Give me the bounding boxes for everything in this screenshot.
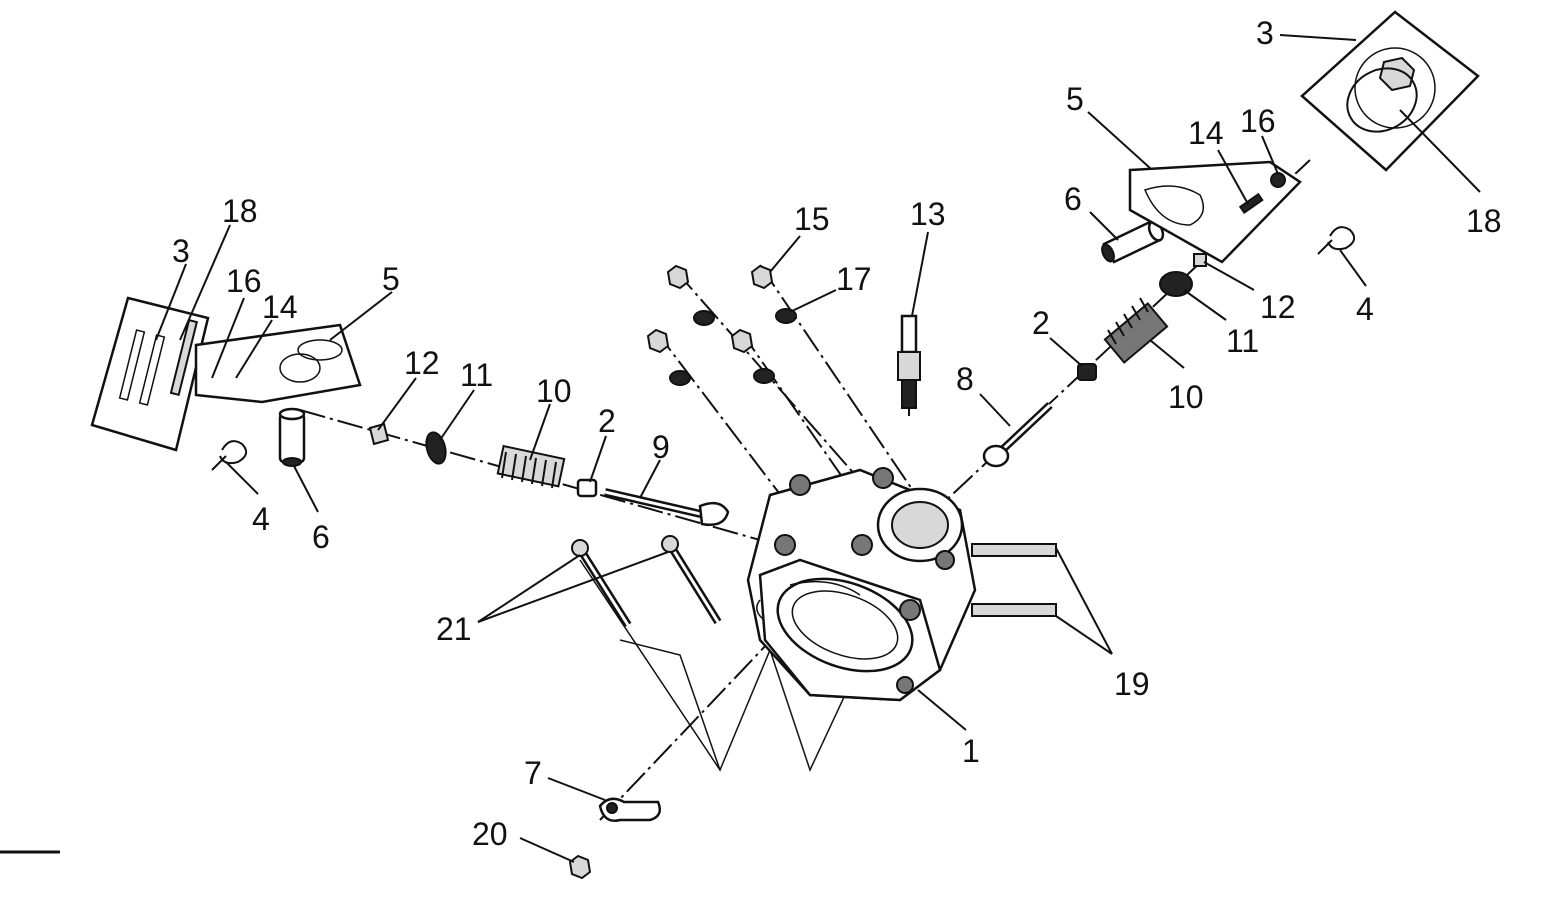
callout-20: 20 [472, 816, 508, 852]
valve-8 [982, 402, 1053, 468]
callout-1: 1 [962, 733, 980, 769]
valve-9 [604, 488, 730, 526]
bracket-7 [598, 797, 661, 822]
callout-18-right: 18 [1466, 203, 1502, 239]
callout-5-right: 5 [1066, 81, 1084, 117]
spark-plug [897, 314, 921, 416]
callout-18-left: 18 [222, 193, 258, 229]
callout-2-right: 2 [1032, 305, 1050, 341]
valve-seal-left [576, 478, 598, 498]
o-ring-left [169, 318, 199, 397]
callout-11-right: 11 [1226, 323, 1259, 359]
callout-labels: 3 18 16 14 5 12 11 10 2 9 4 6 21 7 20 1 … [172, 15, 1502, 852]
right-valve-train [982, 10, 1480, 468]
nut-16-right [1270, 172, 1286, 188]
callout-2-left: 2 [598, 403, 616, 439]
callout-8: 8 [956, 361, 974, 397]
callout-3-left: 3 [172, 233, 190, 269]
callout-6-left: 6 [312, 519, 330, 555]
rocker-shaft-right [1101, 220, 1165, 264]
leader-lines [0, 34, 1481, 863]
callout-3-right: 3 [1256, 15, 1274, 51]
callout-16-left: 16 [226, 263, 262, 299]
rocker-arm-bracket-right [1128, 160, 1302, 264]
valve-spring-right [1103, 297, 1169, 364]
valve-spring-left [496, 444, 566, 489]
callout-4-right: 4 [1356, 291, 1374, 327]
callout-21: 21 [436, 611, 472, 647]
callout-16-right: 16 [1240, 103, 1276, 139]
long-bolts [571, 535, 722, 628]
bolt-20 [568, 854, 592, 880]
studs [971, 543, 1057, 617]
callout-10-left: 10 [536, 373, 572, 409]
valve-cotter-right [1193, 253, 1207, 267]
callout-4-left: 4 [252, 501, 270, 537]
callout-11-left: 11 [460, 357, 493, 393]
callout-17: 17 [836, 261, 872, 297]
callout-14-right: 14 [1188, 115, 1224, 151]
callout-6-right: 6 [1064, 181, 1082, 217]
cylinder-head [746, 467, 977, 702]
head-nuts-washers [646, 264, 797, 386]
pin-14-right [1238, 192, 1264, 214]
callout-9: 9 [652, 429, 670, 465]
spring-retainer-left [425, 431, 447, 465]
callout-10-right: 10 [1168, 379, 1204, 415]
callout-14-left: 14 [262, 289, 298, 325]
valve-seal-right [1077, 363, 1097, 381]
callout-12-right: 12 [1260, 289, 1296, 325]
valve-cover-plate-right [1300, 10, 1480, 172]
rocker-arm-bracket-left [194, 323, 362, 404]
callout-5-left: 5 [382, 261, 400, 297]
callout-7: 7 [524, 755, 542, 791]
rocker-shaft-left [278, 407, 306, 467]
valve-cotter-left [368, 422, 390, 446]
valve-cover-plate-left [90, 296, 210, 452]
callout-15: 15 [794, 201, 830, 237]
callout-19: 19 [1114, 666, 1150, 702]
left-valve-train [90, 296, 730, 526]
callout-13: 13 [910, 196, 946, 232]
o-ring-right [1346, 67, 1418, 133]
clip-4-right [1317, 226, 1356, 255]
callout-12-left: 12 [404, 345, 440, 381]
